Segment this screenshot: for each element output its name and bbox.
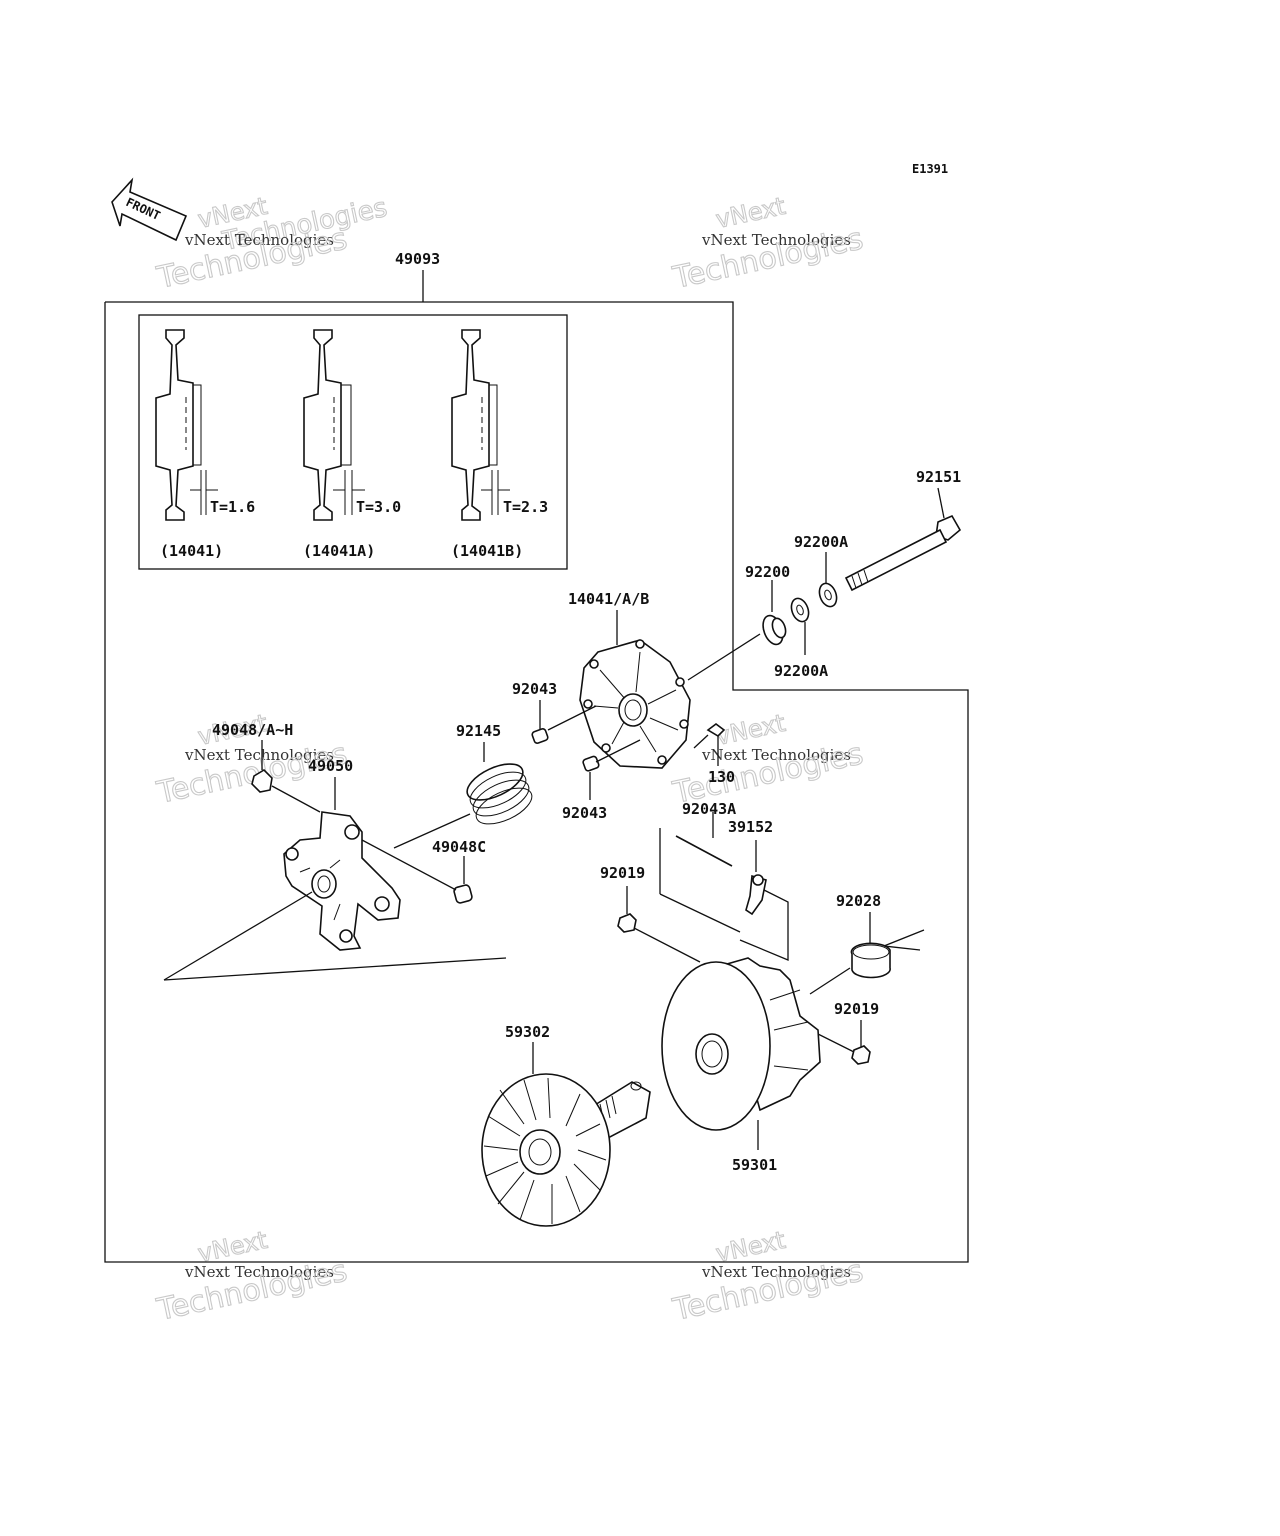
svg-text:vNext Technologies: vNext Technologies (701, 231, 851, 249)
callout-49048-A-H: 49048/A~H (212, 721, 293, 739)
callout-49093: 49093 (395, 250, 440, 268)
bushing-92028: 92028 (809, 892, 925, 995)
callout-49050: 49050 (308, 757, 353, 775)
pin-92043-top: 92043 (512, 680, 597, 744)
roller-39152: 39152 (728, 818, 789, 961)
detail-14041: T=1.6 (14041) (155, 329, 255, 560)
bolt-130: 130 (693, 723, 735, 786)
thickness-14041: T=1.6 (210, 498, 255, 516)
callout-59302: 59302 (505, 1023, 550, 1041)
detail-part-14041: (14041) (160, 542, 223, 560)
watermark-top-right: vNext vNext Technologies Technologies (669, 191, 867, 296)
nut-92019-bottom: 92019 (809, 1000, 879, 1065)
diagram-code: E1391 (912, 162, 948, 176)
sheave-59301: 59301 (661, 957, 821, 1174)
callout-92200A-bottom: 92200A (774, 662, 828, 680)
svg-text:vNext Technologies: vNext Technologies (184, 1263, 334, 1281)
watermark-top-left: vNext Technologies vNext Technologies Te… (153, 191, 391, 296)
weight-49048C: 49048C (361, 838, 486, 904)
washer-92200A-top: 92200A (794, 533, 848, 608)
detail-part-14041A: (14041A) (303, 542, 375, 560)
callout-92019-bottom: 92019 (834, 1000, 879, 1018)
detail-14041B: T=2.3 (14041B) (451, 329, 548, 560)
callout-92019-top: 92019 (600, 864, 645, 882)
washer-92200A-bottom: 92200A (774, 597, 828, 680)
callout-92043-bottom: 92043 (562, 804, 607, 822)
detail-inset (138, 314, 568, 570)
callout-92151: 92151 (916, 468, 961, 486)
callout-92043-top: 92043 (512, 680, 557, 698)
svg-text:vNext Technologies: vNext Technologies (701, 1263, 851, 1281)
watermark-bottom-right: vNext vNext Technologies Technologies (669, 1225, 867, 1328)
spider-14041-A-B: 14041/A/B (568, 590, 691, 769)
callout-59301: 59301 (732, 1156, 777, 1174)
bushing-92200: 92200 (745, 563, 790, 646)
callout-14041-A-B: 14041/A/B (568, 590, 649, 608)
svg-text:vNext Technologies: vNext Technologies (701, 746, 851, 764)
nut-92019-top: 92019 (600, 864, 701, 963)
thickness-14041A: T=3.0 (356, 498, 401, 516)
thickness-14041B: T=2.3 (503, 498, 548, 516)
svg-text:vNext Technologies: vNext Technologies (184, 746, 334, 764)
callout-92200A-top: 92200A (794, 533, 848, 551)
sheave-59302: 59302 (481, 1023, 651, 1227)
watermark-bottom-left: vNext vNext Technologies Technologies (153, 1225, 351, 1328)
bolt-92151: 92151 (844, 468, 961, 592)
watermark-mid-right: vNext vNext Technologies Technologies (669, 708, 867, 811)
callout-49048C: 49048C (432, 838, 486, 856)
svg-text:vNext Technologies: vNext Technologies (184, 231, 334, 249)
assembly-boundary (104, 301, 969, 1263)
detail-part-14041B: (14041B) (451, 542, 523, 560)
callout-92200: 92200 (745, 563, 790, 581)
detail-14041A: T=3.0 (14041A) (303, 329, 401, 560)
nut-49048-A-H: 49048/A~H (212, 721, 321, 813)
arm-49050: 49050 (283, 757, 401, 951)
callout-92028: 92028 (836, 892, 881, 910)
callout-39152: 39152 (728, 818, 773, 836)
callout-92145: 92145 (456, 722, 501, 740)
pin-92043-bottom: 92043 (562, 739, 641, 822)
front-arrow-icon: FRONT (111, 177, 188, 242)
callout-130: 130 (708, 768, 735, 786)
callout-92043A: 92043A (682, 800, 736, 818)
pin-92043A: 92043A (659, 800, 741, 933)
spring-92145: 92145 (393, 722, 533, 849)
svg-text:vNext: vNext (713, 192, 787, 234)
